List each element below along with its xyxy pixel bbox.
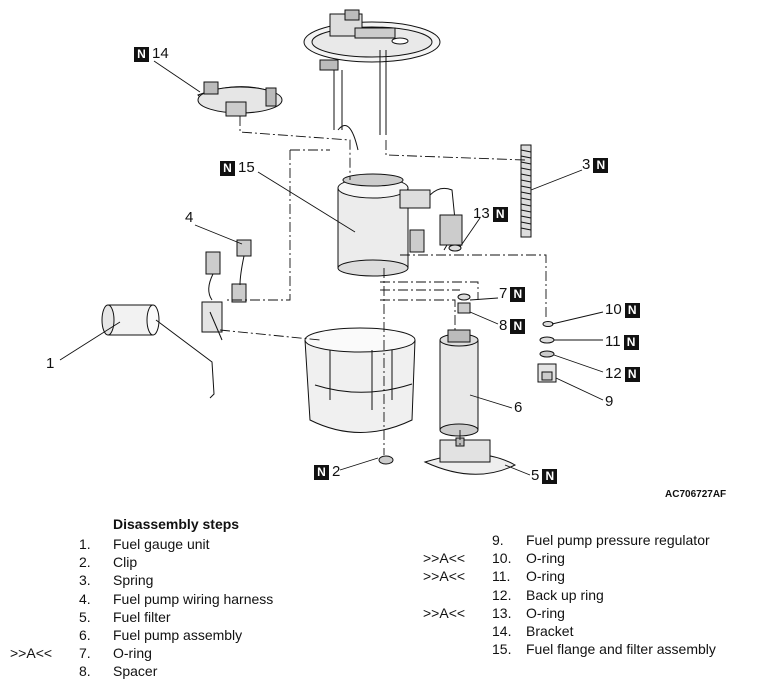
- callout-number: 3: [582, 156, 591, 173]
- callout-5: 5 N: [531, 467, 558, 484]
- callout-3: 3 N: [582, 156, 609, 173]
- reservoir-drawing: [304, 327, 416, 433]
- callout-number: 12: [605, 365, 622, 382]
- step-number: 7.: [79, 645, 91, 662]
- new-part-badge: N: [624, 366, 640, 382]
- step-number: 5.: [79, 608, 91, 625]
- callout-2: N 2: [314, 464, 340, 480]
- step-label: O-ring: [526, 568, 565, 585]
- step-number: 9.: [492, 532, 504, 548]
- step-label: O-ring: [526, 604, 565, 621]
- new-part-badge: N: [542, 468, 558, 484]
- callout-number: 7: [499, 285, 508, 302]
- step-number: 3.: [79, 572, 91, 589]
- fuel-gauge-drawing: [101, 304, 223, 399]
- step-number: 4.: [79, 590, 91, 607]
- callout-8: 8 N: [499, 317, 526, 334]
- step-label: Fuel pump assembly: [113, 627, 243, 643]
- callout-1: 1: [46, 356, 54, 372]
- callout-13: 13 N: [473, 206, 508, 222]
- service-point-mark: >>A<<: [10, 645, 53, 662]
- regulator-drawing: [537, 321, 557, 383]
- callout-number: 9: [605, 393, 614, 410]
- callout-number: 8: [499, 317, 508, 334]
- service-point-mark: >>A<<: [423, 550, 466, 567]
- callout-number: 2: [332, 463, 341, 480]
- callout-number: 5: [531, 467, 540, 484]
- figure-id: AC706727AF: [665, 489, 727, 500]
- step-label: Clip: [113, 554, 138, 571]
- callout-number: 14: [152, 45, 169, 62]
- callout-number: 15: [238, 159, 255, 176]
- new-part-badge: N: [624, 302, 640, 318]
- callout-11: 11 N: [605, 334, 639, 350]
- exploded-fuel-pump-diagram: [59, 9, 604, 476]
- step-label: O-ring: [526, 550, 565, 567]
- step-label: Fuel filter: [113, 608, 171, 625]
- new-part-badge: N: [623, 334, 639, 350]
- callout-number: 11: [605, 333, 621, 350]
- new-part-badge: N: [593, 157, 609, 173]
- filter-assembly-drawing: [337, 173, 463, 277]
- step-label: Fuel gauge unit: [113, 536, 210, 552]
- callout-6: 6: [514, 400, 522, 416]
- callout-15: N 15: [220, 160, 255, 176]
- step-number: 15.: [492, 641, 512, 658]
- callout-number: 6: [514, 399, 523, 416]
- callout-4: 4: [185, 210, 193, 226]
- step-label: Back up ring: [526, 586, 604, 603]
- new-part-badge: N: [510, 286, 526, 302]
- step-label: Fuel flange and filter assembly: [526, 641, 716, 658]
- step-number: 8.: [79, 663, 91, 680]
- leader-lines: [59, 60, 604, 476]
- new-part-badge: N: [134, 46, 149, 62]
- step-label: Fuel pump pressure regulator: [526, 532, 710, 548]
- fuel-filter-drawing: [423, 437, 517, 475]
- step-label: Spring: [113, 572, 154, 589]
- callout-7: 7 N: [499, 285, 526, 302]
- callout-number: 1: [46, 355, 55, 372]
- step-number: 1.: [79, 536, 91, 552]
- assembly-lines: [219, 116, 547, 455]
- new-part-badge: N: [492, 206, 508, 222]
- step-number: 10.: [492, 550, 512, 567]
- spring-drawing: [520, 144, 532, 238]
- callout-number: 4: [185, 209, 194, 226]
- step-number: 13.: [492, 604, 512, 621]
- step-number: 12.: [492, 586, 512, 603]
- bracket-drawing: [197, 81, 283, 117]
- step-label: Fuel pump wiring harness: [113, 590, 274, 607]
- callout-10: 10 N: [605, 302, 640, 318]
- step-label: Bracket: [526, 623, 574, 639]
- step-number: 11.: [492, 568, 511, 585]
- step-number: 2.: [79, 554, 91, 571]
- fuel-pump-drawing: [439, 329, 479, 437]
- callout-9: 9: [605, 394, 613, 410]
- callout-number: 13: [473, 205, 490, 222]
- step-number: 14.: [492, 623, 512, 639]
- small-parts-drawing: [448, 244, 471, 314]
- new-part-badge: N: [314, 464, 329, 480]
- new-part-badge: N: [510, 318, 526, 334]
- service-point-mark: >>A<<: [423, 604, 466, 621]
- service-point-mark: >>A<<: [423, 568, 466, 585]
- new-part-badge: N: [220, 160, 235, 176]
- clip-drawing: [378, 455, 394, 465]
- callout-14: N 14: [134, 46, 169, 62]
- step-label: O-ring: [113, 645, 152, 662]
- fuel-flange-drawing: [303, 9, 441, 151]
- wiring-harness-drawing: [201, 239, 252, 333]
- callout-12: 12 N: [605, 366, 640, 382]
- steps-title: Disassembly steps: [113, 516, 240, 532]
- callout-number: 10: [605, 301, 622, 318]
- step-number: 6.: [79, 627, 91, 643]
- step-label: Spacer: [113, 663, 158, 680]
